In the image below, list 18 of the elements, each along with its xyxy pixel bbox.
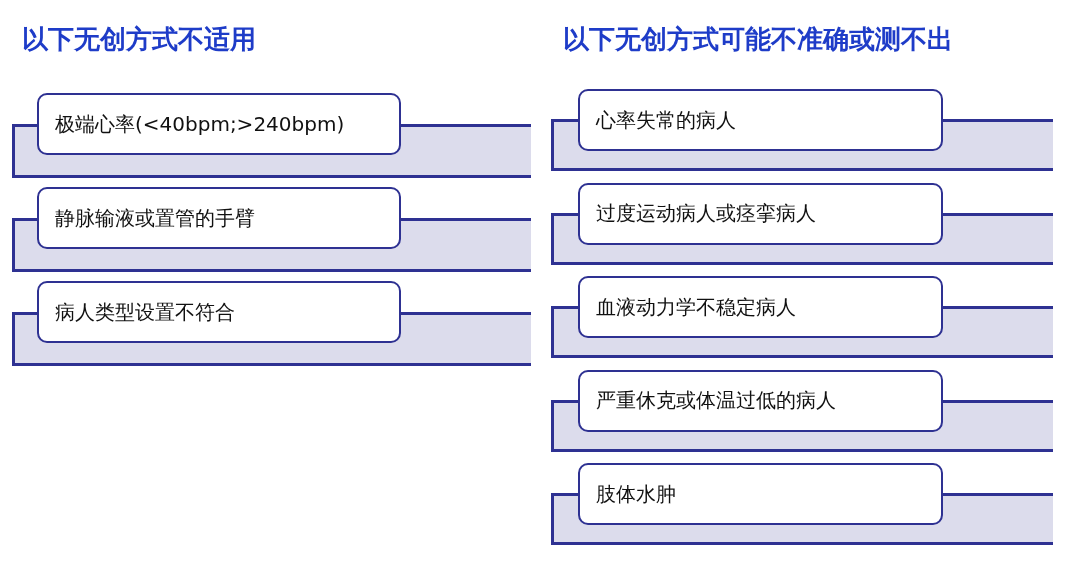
item-text: 肢体水肿 [596, 480, 676, 508]
item-text: 心率失常的病人 [596, 106, 736, 134]
item-card [37, 93, 401, 155]
item-card [578, 89, 943, 151]
item-text: 病人类型设置不符合 [55, 298, 235, 326]
item-text: 过度运动病人或痉挛病人 [596, 200, 816, 227]
column-heading: 以下无创方式不适用 [22, 23, 256, 56]
item-text: 严重休克或体温过低的病人 [596, 387, 836, 414]
item-card [37, 281, 401, 343]
item-text: 极端心率(<40bpm;>240bpm) [55, 110, 345, 138]
item-text: 静脉输液或置管的手臂 [55, 204, 255, 232]
item-text: 血液动力学不稳定病人 [596, 293, 796, 321]
item-card [37, 187, 401, 249]
item-card [578, 369, 943, 432]
item-card [578, 182, 943, 245]
column-heading: 以下无创方式可能不准确或测不出 [563, 23, 953, 56]
item-card [578, 463, 943, 525]
item-card [578, 276, 943, 338]
